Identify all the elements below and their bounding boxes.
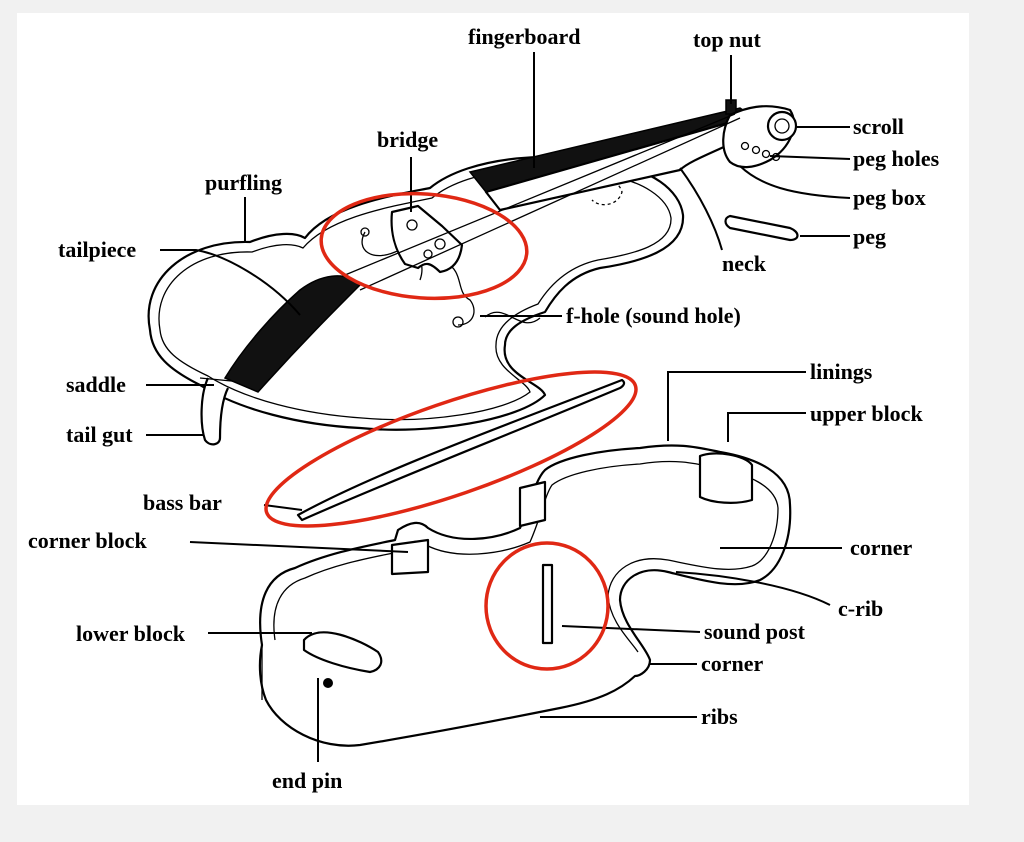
label-lower-block: lower block [76, 621, 185, 646]
sound-post-shape [541, 563, 554, 645]
label-corner-lower: corner [701, 651, 764, 676]
label-c-rib: c-rib [838, 596, 884, 621]
label-scroll: scroll [853, 114, 904, 139]
label-bass-bar: bass bar [143, 490, 222, 515]
bass-bar-shape [296, 378, 626, 522]
label-corner-block: corner block [28, 528, 147, 553]
peg-shape [724, 214, 799, 242]
rib-garland [258, 444, 792, 747]
label-tail-gut: tail gut [66, 422, 133, 447]
label-top-nut: top nut [693, 27, 761, 52]
violin-top-plate [147, 155, 685, 446]
label-corner-upper: corner [850, 535, 913, 560]
bass-bar-highlight-ellipse [264, 370, 638, 528]
leader-lines [146, 52, 851, 762]
bridge-highlight-ellipse [319, 191, 529, 301]
label-peg-box: peg box [853, 185, 926, 210]
label-peg-holes: peg holes [853, 146, 940, 171]
label-end-pin: end pin [272, 768, 343, 793]
label-linings: linings [810, 359, 873, 384]
label-purfling: purfling [205, 170, 283, 195]
sound-post-highlight-ellipse [484, 541, 610, 671]
label-tailpiece: tailpiece [58, 237, 137, 262]
label-neck: neck [722, 251, 766, 276]
label-f-hole: f-hole (sound hole) [566, 303, 741, 328]
label-bridge: bridge [377, 127, 439, 152]
label-ribs: ribs [701, 704, 738, 729]
scroll-shape [766, 110, 798, 142]
tailpiece-shape [223, 275, 362, 393]
label-fingerboard: fingerboard [468, 24, 581, 49]
bridge-shape [390, 204, 464, 274]
label-peg: peg [853, 224, 886, 249]
label-saddle: saddle [66, 372, 126, 397]
label-upper-block: upper block [810, 401, 923, 426]
label-sound-post: sound post [704, 619, 805, 644]
